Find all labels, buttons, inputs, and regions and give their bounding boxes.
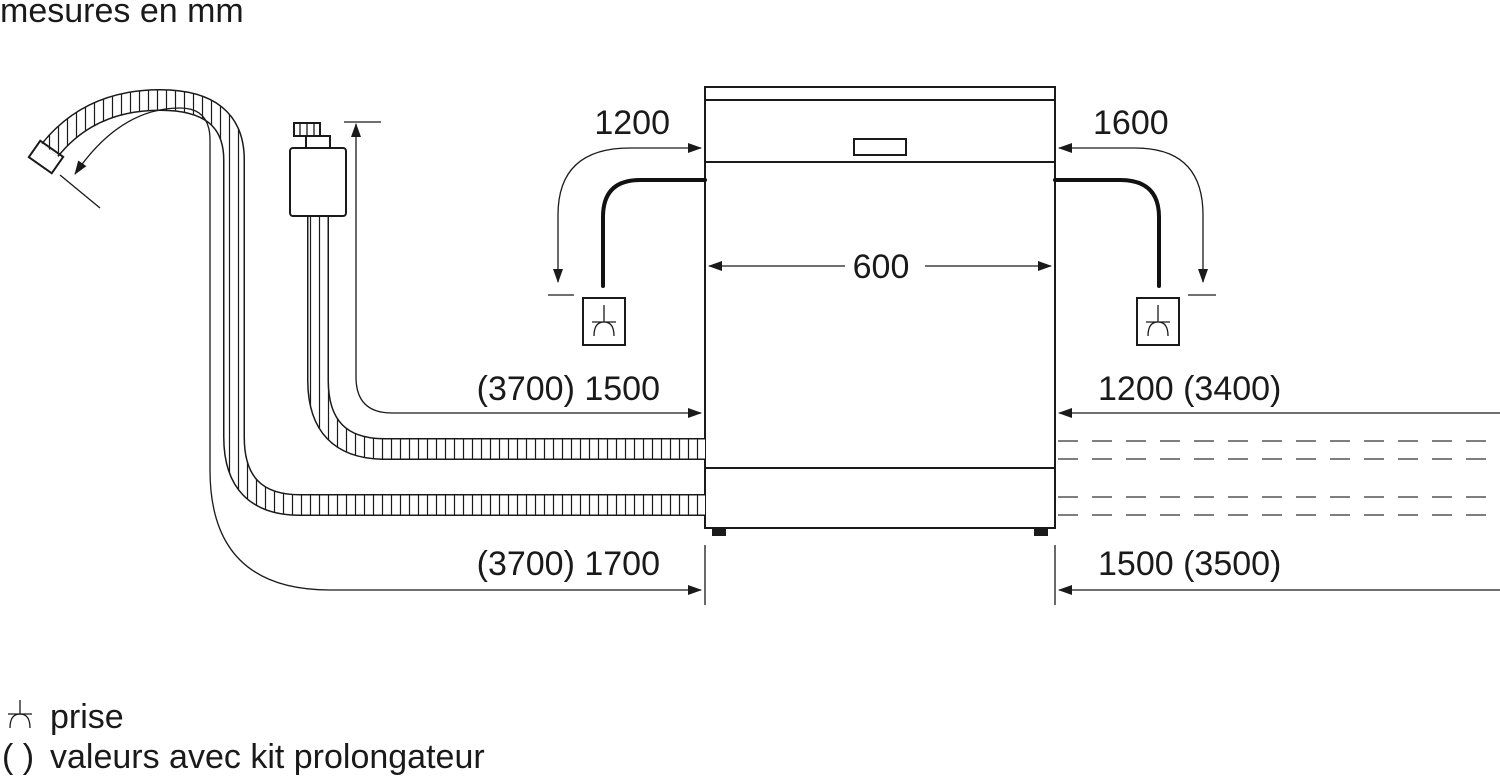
water-valve-icon [289,147,347,217]
left-drain-hose-length: (3700) 1700 [477,545,660,583]
right-foot [1034,528,1048,536]
left-power-cable-length: 1200 [594,104,670,142]
drain-hose: (3700) 1700 [27,88,706,605]
width-dimension: 600 [708,248,1052,286]
width-label: 600 [853,248,910,286]
left-inlet-hose-length: (3700) 1500 [477,370,660,408]
legend-brackets-symbol: ( ) [2,738,34,776]
dishwasher-body [704,86,1056,536]
right-power-cable: 1600 [1053,104,1216,346]
legend-brackets-label: valeurs avec kit prolongateur [50,738,485,776]
right-inlet-hose-length: 1200 (3400) [1098,370,1281,408]
left-power-cable: 1200 [548,104,707,346]
legend-socket-label: prise [50,698,124,736]
right-power-cable-length: 1600 [1093,104,1169,142]
drain-hose-end-icon [27,139,65,175]
control-display [853,138,907,156]
left-socket-icon [582,297,626,346]
right-hose-routes: 1200 (3400) 1500 (3500) [1054,370,1500,605]
legend-socket-icon [8,700,32,729]
units-note: mesures en mm [0,0,244,30]
right-drain-hose-length: 1500 (3500) [1098,545,1281,583]
left-foot [712,528,726,536]
right-socket-icon [1136,297,1180,346]
legend: prise ( ) valeurs avec kit prolongateur [2,698,485,776]
inlet-hose: (3700) 1500 [289,121,705,460]
